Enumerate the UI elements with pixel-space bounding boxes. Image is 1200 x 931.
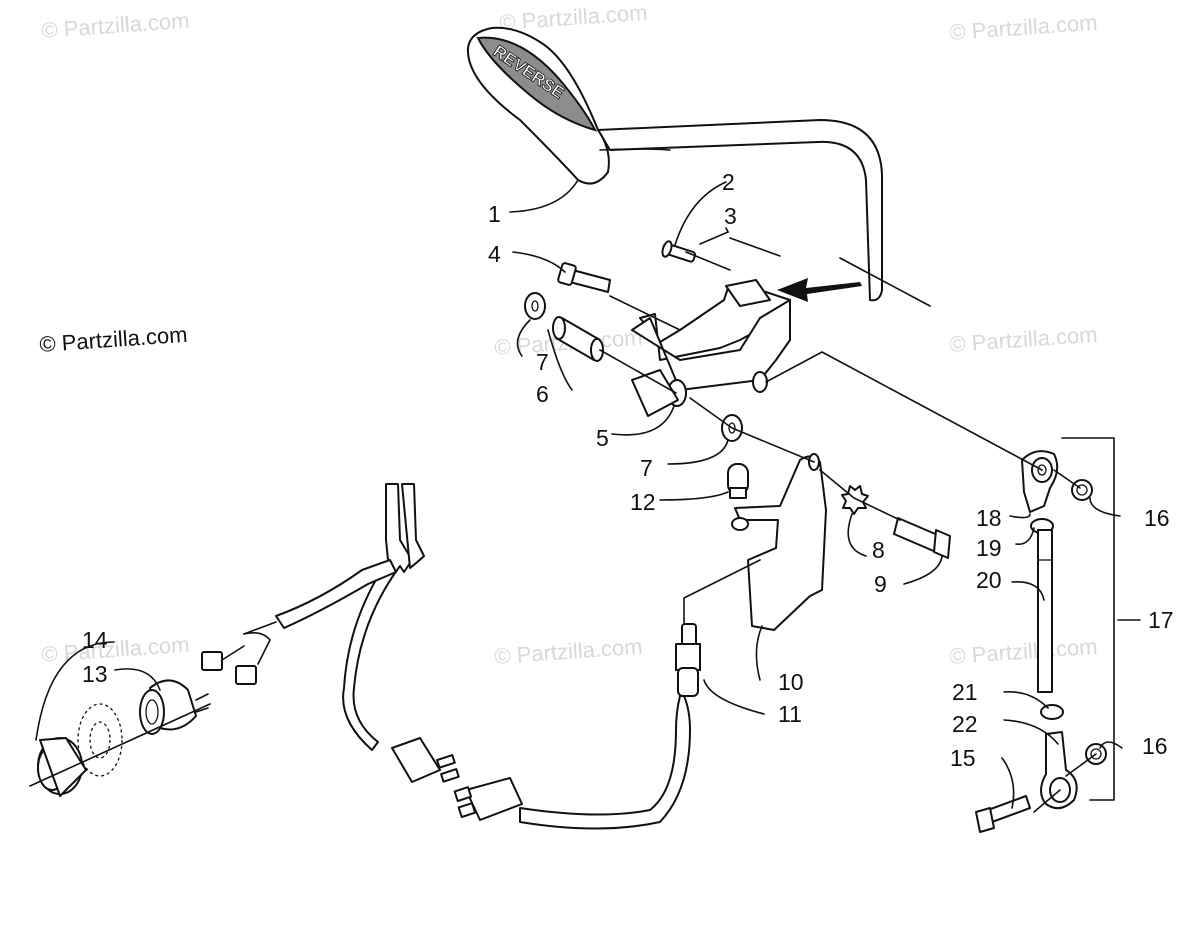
callout-3: 3 bbox=[724, 203, 737, 229]
threaded-rod bbox=[1037, 529, 1053, 693]
callout-1: 1 bbox=[488, 201, 501, 227]
callout-10: 10 bbox=[778, 669, 804, 695]
assembly-bracket bbox=[1061, 437, 1115, 801]
watermark: © Partzilla.com bbox=[494, 634, 644, 669]
callout-16b: 16 bbox=[1142, 733, 1168, 759]
switch-harness bbox=[519, 695, 691, 830]
indicator-lamp bbox=[727, 463, 749, 499]
callout-8: 8 bbox=[872, 537, 885, 563]
shift-bracket bbox=[631, 279, 791, 417]
lock-nut bbox=[1040, 704, 1064, 720]
spacer bbox=[552, 316, 604, 362]
callout-21: 21 bbox=[952, 679, 978, 705]
callout-5: 5 bbox=[596, 425, 609, 451]
callout-18: 18 bbox=[976, 505, 1002, 531]
watermark: © Partzilla.com bbox=[949, 322, 1099, 357]
callout-13: 13 bbox=[82, 661, 108, 687]
bezel-ring bbox=[37, 737, 87, 797]
harness-connector bbox=[391, 737, 460, 783]
callout-labels: 1 2 3 4 5 6 7 7 8 9 10 11 12 13 14 15 16… bbox=[82, 169, 1174, 771]
callout-7b: 7 bbox=[640, 455, 653, 481]
mounting-bolt bbox=[893, 517, 951, 559]
callout-14: 14 bbox=[82, 627, 108, 653]
retaining-nut bbox=[77, 703, 123, 777]
callout-22: 22 bbox=[952, 711, 978, 737]
callout-7a: 7 bbox=[536, 349, 549, 375]
harness-connector bbox=[453, 777, 523, 821]
callout-2: 2 bbox=[722, 169, 735, 195]
jam-nut bbox=[1071, 479, 1093, 501]
wire-terminal bbox=[201, 651, 223, 671]
watermark: © Partzilla.com bbox=[949, 634, 1099, 669]
direction-arrow bbox=[777, 278, 862, 302]
callout-11: 11 bbox=[778, 701, 802, 727]
callout-19: 19 bbox=[976, 535, 1002, 561]
reverse-switch bbox=[675, 623, 701, 697]
callout-9: 9 bbox=[874, 571, 887, 597]
wire-terminal bbox=[235, 665, 257, 685]
callout-16a: 16 bbox=[1144, 505, 1170, 531]
rod-end bbox=[1021, 450, 1059, 513]
callout-17: 17 bbox=[1148, 607, 1174, 633]
watermark: © Partzilla.com bbox=[41, 632, 191, 667]
switch-bracket bbox=[731, 453, 827, 631]
watermark: © Partzilla.com bbox=[499, 0, 649, 35]
callout-20: 20 bbox=[976, 567, 1002, 593]
rod-end bbox=[1040, 731, 1078, 810]
clevis-pin bbox=[661, 240, 697, 263]
callout-4: 4 bbox=[488, 241, 501, 267]
callout-6: 6 bbox=[536, 381, 549, 407]
cotter-pin bbox=[699, 231, 729, 245]
washer bbox=[524, 292, 546, 320]
callout-15: 15 bbox=[950, 745, 976, 771]
main-harness bbox=[243, 483, 425, 751]
pivot-bolt bbox=[557, 262, 611, 293]
lamp-socket bbox=[139, 679, 209, 735]
watermark: © Partzilla.com bbox=[949, 10, 1099, 45]
callout-12: 12 bbox=[630, 489, 656, 515]
copyright-notice: © Partzilla.com bbox=[39, 322, 189, 357]
reverse-handle: REVERSE bbox=[466, 26, 883, 302]
star-washer bbox=[841, 485, 869, 515]
leader-lines bbox=[35, 179, 1141, 813]
rod-end-bolt bbox=[975, 795, 1031, 833]
watermark: © Partzilla.com bbox=[41, 8, 191, 43]
